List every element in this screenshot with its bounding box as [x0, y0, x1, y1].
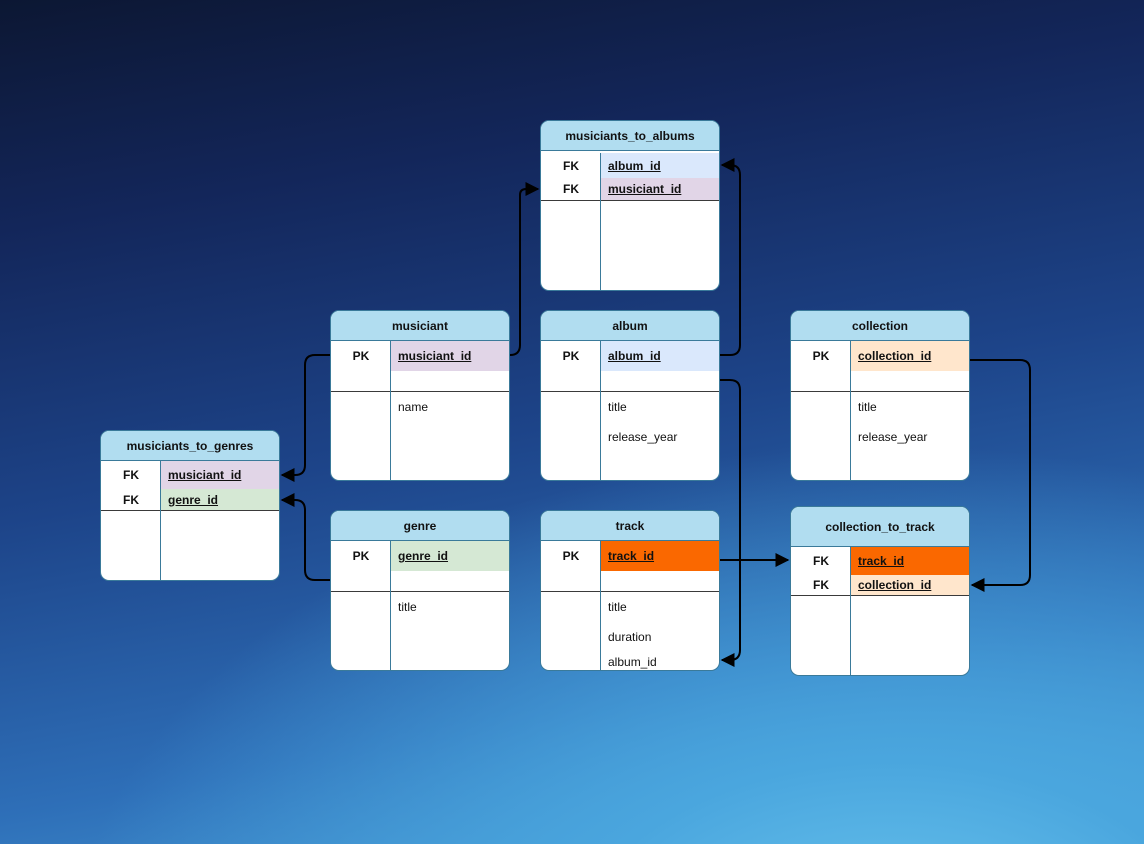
table-title: musiciant [331, 311, 509, 341]
fk-label: FK [813, 554, 829, 568]
pk-field-genre-id: genre_id [391, 541, 509, 571]
column-divider [850, 547, 851, 675]
attr-title: title [608, 600, 627, 614]
column-divider [600, 541, 601, 670]
fk-label: FK [123, 468, 139, 482]
fk-label: FK [563, 182, 579, 196]
attr-row: title [791, 392, 969, 422]
key-separator [101, 510, 279, 511]
table-album[interactable]: album PK album_id title release_year [540, 310, 720, 481]
attr-row: album_id [541, 652, 719, 670]
attr-row: release_year [541, 422, 719, 452]
table-row: FK album_id [541, 153, 719, 178]
pk-field-musiciant-id: musiciant_id [391, 341, 509, 371]
table-title: collection [791, 311, 969, 341]
table-musiciants-to-genres[interactable]: musiciants_to_genres FK musiciant_id FK … [100, 430, 280, 581]
table-title: musiciants_to_genres [101, 431, 279, 461]
table-row: FK track_id [791, 547, 969, 575]
key-separator [791, 391, 969, 392]
pk-row: PK album_id [541, 341, 719, 371]
fk-field-genre-id: genre_id [161, 489, 279, 510]
pk-row: PK musiciant_id [331, 341, 509, 371]
table-row: FK genre_id [101, 489, 279, 510]
attr-name: name [398, 400, 429, 414]
table-title: musiciants_to_albums [541, 121, 719, 151]
column-divider [600, 341, 601, 480]
fk-field-musiciant-id: musiciant_id [161, 461, 279, 489]
pk-label: PK [562, 349, 580, 363]
attr-row: title [541, 592, 719, 622]
fk-label: FK [813, 578, 829, 592]
attr-duration: duration [608, 630, 652, 644]
attr-row: duration [541, 622, 719, 652]
column-divider [160, 461, 161, 580]
pk-field-album-id: album_id [601, 341, 719, 371]
table-title: genre [331, 511, 509, 541]
table-row: FK musiciant_id [101, 461, 279, 489]
pk-field-collection-id: collection_id [851, 341, 969, 371]
table-musiciants-to-albums[interactable]: musiciants_to_albums FK album_id FK musi… [540, 120, 720, 291]
table-collection-to-track[interactable]: collection_to_track FK track_id FK colle… [790, 506, 970, 676]
key-separator [331, 391, 509, 392]
column-divider [600, 153, 601, 290]
column-divider [390, 541, 391, 670]
key-separator [541, 591, 719, 592]
fk-field-album-id: album_id [601, 153, 719, 178]
table-row: FK musiciant_id [541, 178, 719, 200]
attr-release-year: release_year [608, 430, 678, 444]
fk-label: FK [123, 492, 139, 507]
link-musiciant-to-musiciants-to-albums [509, 182, 540, 356]
column-divider [850, 341, 851, 480]
table-title: album [541, 311, 719, 341]
column-divider [390, 341, 391, 480]
table-genre[interactable]: genre PK genre_id title [330, 510, 510, 671]
table-title: collection_to_track [791, 507, 969, 547]
table-musiciant[interactable]: musiciant PK musiciant_id name [330, 310, 510, 481]
fk-field-collection-id: collection_id [851, 575, 969, 595]
key-separator [541, 391, 719, 392]
pk-row: PK genre_id [331, 541, 509, 571]
attr-album-id: album_id [608, 655, 657, 669]
table-title: track [541, 511, 719, 541]
pk-label: PK [352, 349, 370, 363]
link-album-to-musiciants-to-albums [720, 158, 741, 356]
attr-title: title [398, 600, 417, 614]
key-separator [791, 595, 969, 596]
fk-field-musiciant-id: musiciant_id [601, 178, 719, 200]
pk-label: PK [562, 549, 580, 563]
pk-label: PK [352, 549, 370, 563]
attr-row: title [541, 392, 719, 422]
attr-row: name [331, 392, 509, 422]
table-collection[interactable]: collection PK collection_id title releas… [790, 310, 970, 481]
attr-title: title [858, 400, 877, 414]
pk-row: PK collection_id [791, 341, 969, 371]
pk-row: PK track_id [541, 541, 719, 571]
link-collection-to-collection-to-track [970, 359, 1031, 592]
link-genre-to-musiciants-to-genres [280, 493, 330, 581]
key-separator [331, 591, 509, 592]
attr-release-year: release_year [858, 430, 928, 444]
pk-field-track-id: track_id [601, 541, 719, 571]
key-separator [541, 200, 719, 201]
attr-row: release_year [791, 422, 969, 452]
fk-field-track-id: track_id [851, 547, 969, 575]
link-musiciant-to-musiciants-to-genres [280, 354, 330, 482]
fk-label: FK [563, 158, 579, 173]
table-track[interactable]: track PK track_id title duration album_i… [540, 510, 720, 671]
attr-row: title [331, 592, 509, 622]
link-album-to-track [720, 379, 741, 667]
pk-label: PK [812, 349, 830, 363]
attr-title: title [608, 400, 627, 414]
table-row: FK collection_id [791, 575, 969, 595]
